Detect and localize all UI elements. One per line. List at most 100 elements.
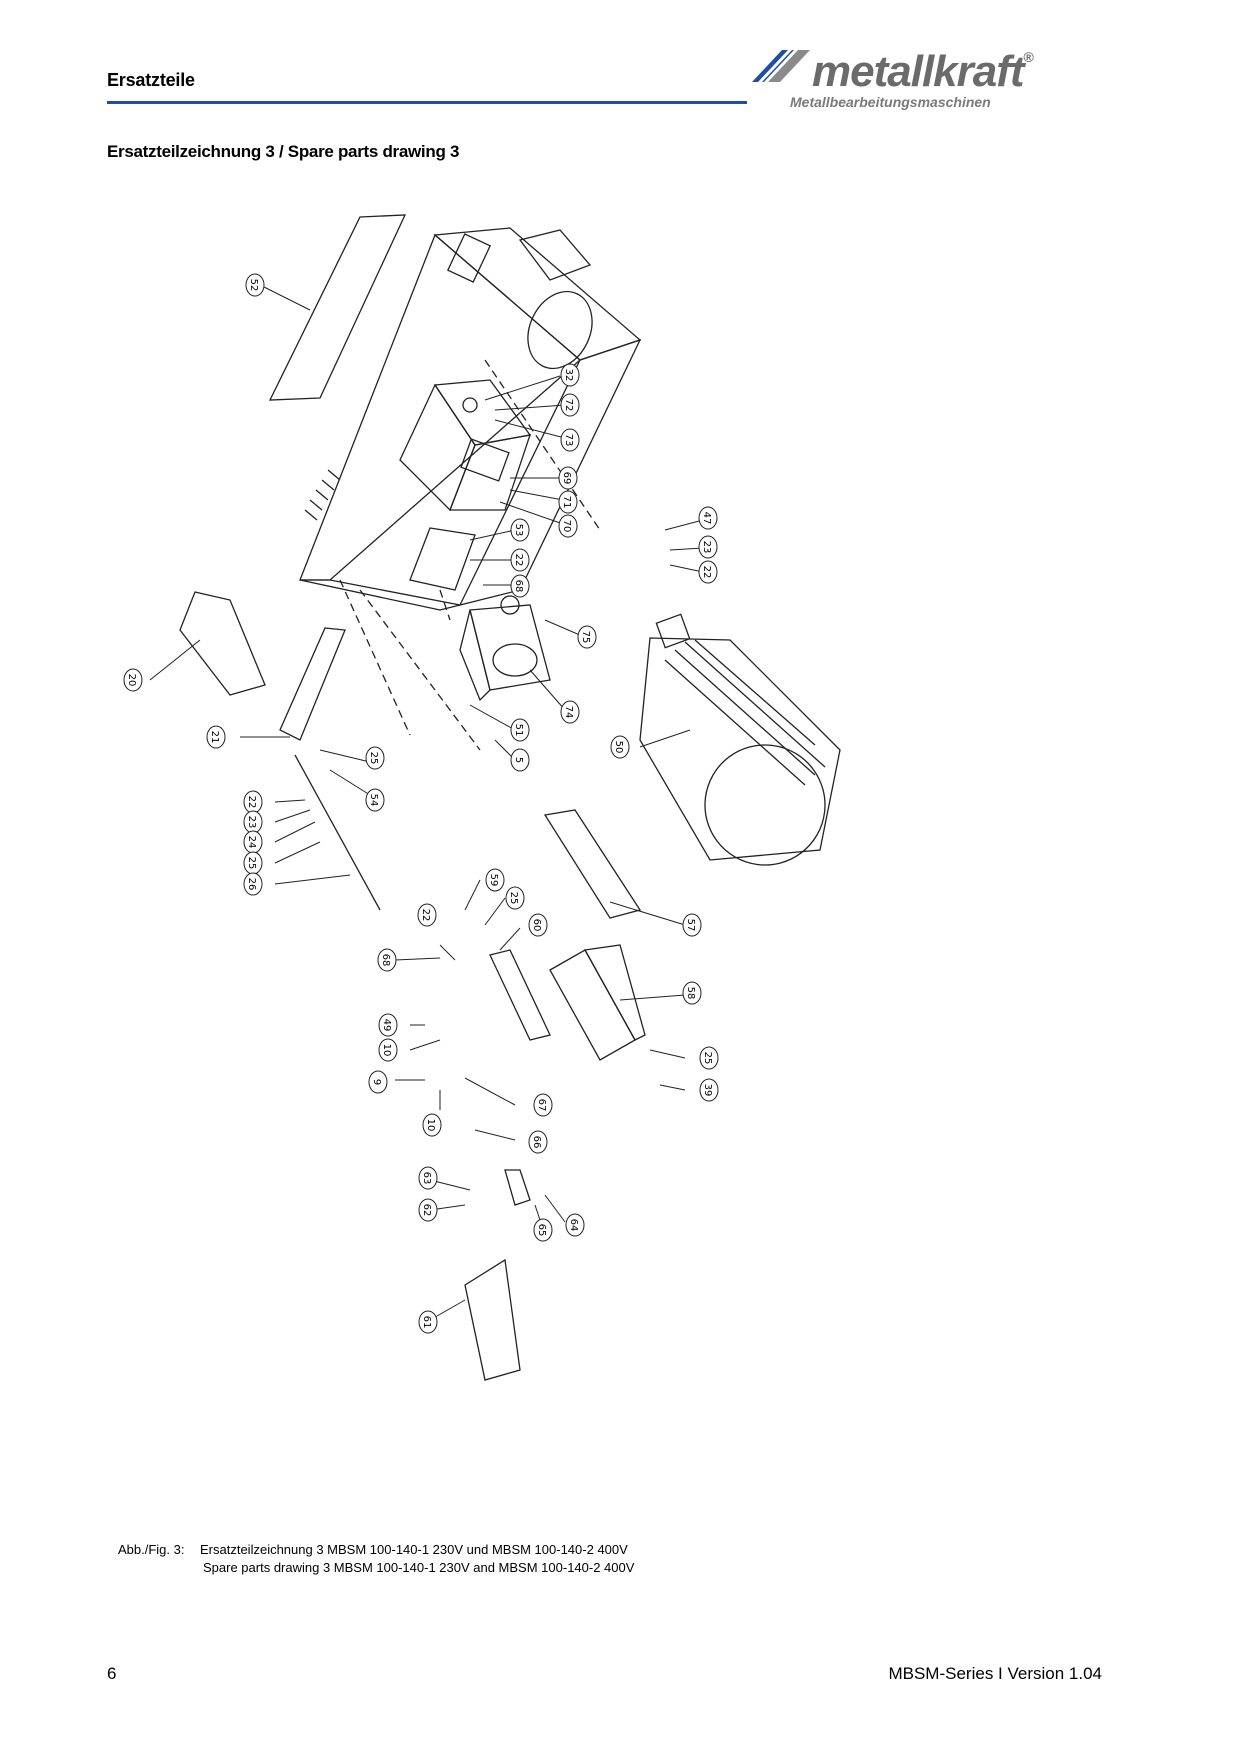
part-label-52: 52 <box>245 273 265 297</box>
part-label-51: 51 <box>510 718 530 742</box>
part-label-53: 53 <box>510 518 530 542</box>
section-title: Ersatzteilzeichnung 3 / Spare parts draw… <box>107 142 460 161</box>
part-label-68: 68 <box>377 948 397 972</box>
label-bubble <box>560 393 580 417</box>
label-number: 64 <box>568 1219 579 1232</box>
label-bubble <box>533 1093 553 1117</box>
label-number: 20 <box>126 674 137 687</box>
label-number: 25 <box>368 752 379 765</box>
part-label-20: 20 <box>123 668 143 692</box>
part-label-49: 49 <box>378 1013 398 1037</box>
label-number: 54 <box>368 794 379 807</box>
part-label-58: 58 <box>682 981 702 1005</box>
label-bubble <box>528 1130 548 1154</box>
page-number: 6 <box>107 1664 117 1683</box>
part-label-57: 57 <box>682 913 702 937</box>
label-bubble <box>682 981 702 1005</box>
label-number: 51 <box>513 724 524 737</box>
label-bubble <box>577 625 597 649</box>
part-label-21: 21 <box>206 725 226 749</box>
label-bubble <box>123 668 143 692</box>
label-bubble <box>699 1078 719 1102</box>
part-label-54: 54 <box>365 788 385 812</box>
label-number: 22 <box>246 796 257 809</box>
label-bubble <box>365 788 385 812</box>
label-bubble <box>560 363 580 387</box>
part-label-75: 75 <box>577 625 597 649</box>
label-number: 68 <box>513 580 524 593</box>
label-number: 60 <box>531 919 542 932</box>
label-number: 66 <box>531 1136 542 1149</box>
label-bubble <box>510 574 530 598</box>
part-label-64: 64 <box>565 1213 585 1237</box>
logo-mark-grey <box>768 50 810 82</box>
part-label-24: 24 <box>243 830 263 854</box>
label-bubble <box>682 913 702 937</box>
label-bubble <box>698 506 718 530</box>
label-number: 50 <box>613 741 624 754</box>
label-bubble <box>377 948 397 972</box>
label-bubble <box>510 518 530 542</box>
label-bubble <box>505 886 525 910</box>
part-52-panel <box>268 214 407 401</box>
label-bubble <box>610 735 630 759</box>
exploded-parts-drawing: 5232727369717053226847232275742021515255… <box>123 214 841 1381</box>
part-53-bracket <box>409 527 476 591</box>
document-version: MBSM-Series I Version 1.04 <box>888 1664 1102 1683</box>
part-label-50: 50 <box>610 735 630 759</box>
part-label-25: 25 <box>243 851 263 875</box>
logo-wordmark: metallkraft® <box>812 49 1034 94</box>
label-number: 25 <box>508 892 519 905</box>
label-bubble <box>206 725 226 749</box>
label-number: 32 <box>563 369 574 382</box>
part-label-25: 25 <box>699 1046 719 1070</box>
label-number: 68 <box>380 954 391 967</box>
assembly-lines <box>339 359 601 751</box>
label-bubble <box>365 746 385 770</box>
part-label-74: 74 <box>560 700 580 724</box>
label-bubble <box>558 490 578 514</box>
label-bubble <box>510 718 530 742</box>
caption-text-en: Spare parts drawing 3 MBSM 100-140-1 230… <box>203 1560 635 1575</box>
label-number: 9 <box>371 1079 382 1085</box>
part-50-motor <box>639 613 841 866</box>
label-bubble <box>560 700 580 724</box>
part-label-62: 62 <box>418 1198 438 1222</box>
part-label-60: 60 <box>528 913 548 937</box>
label-number: 22 <box>513 554 524 567</box>
part-label-26: 26 <box>243 872 263 896</box>
label-number: 59 <box>488 874 499 887</box>
label-number: 65 <box>536 1224 547 1237</box>
part-label-61: 61 <box>418 1310 438 1334</box>
label-bubble <box>418 1166 438 1190</box>
label-number: 58 <box>685 987 696 1000</box>
part-21-arm <box>279 627 346 741</box>
caption-line-1: Abb./Fig. 3: Ersatzteilzeichnung 3 MBSM 1… <box>118 1541 634 1559</box>
label-number: 70 <box>561 520 572 533</box>
logo-mark-dark <box>758 50 792 82</box>
label-bubble <box>528 913 548 937</box>
logo-registered-mark: ® <box>1023 49 1034 65</box>
part-label-47: 47 <box>698 506 718 530</box>
caption-label: Abb./Fig. 3: <box>118 1542 185 1557</box>
label-bubble <box>560 428 580 452</box>
label-number: 25 <box>702 1052 713 1065</box>
part-label-72: 72 <box>560 393 580 417</box>
label-number: 63 <box>421 1172 432 1185</box>
part-label-22: 22 <box>698 560 718 584</box>
label-number: 39 <box>702 1084 713 1097</box>
label-number: 71 <box>561 496 572 509</box>
label-number: 47 <box>701 512 712 525</box>
part-26-rod <box>294 754 381 911</box>
label-bubble <box>558 514 578 538</box>
label-bubble <box>698 560 718 584</box>
part-label-10: 10 <box>422 1113 442 1137</box>
part-label-22: 22 <box>243 790 263 814</box>
label-number: 75 <box>580 631 591 644</box>
part-label-23: 23 <box>243 810 263 834</box>
part-label-68: 68 <box>510 574 530 598</box>
caption-text-de: Ersatzteilzeichnung 3 MBSM 100-140-1 230… <box>200 1542 628 1557</box>
label-number: 67 <box>536 1099 547 1112</box>
part-58-plate <box>549 949 636 1061</box>
header-rule <box>107 101 747 104</box>
